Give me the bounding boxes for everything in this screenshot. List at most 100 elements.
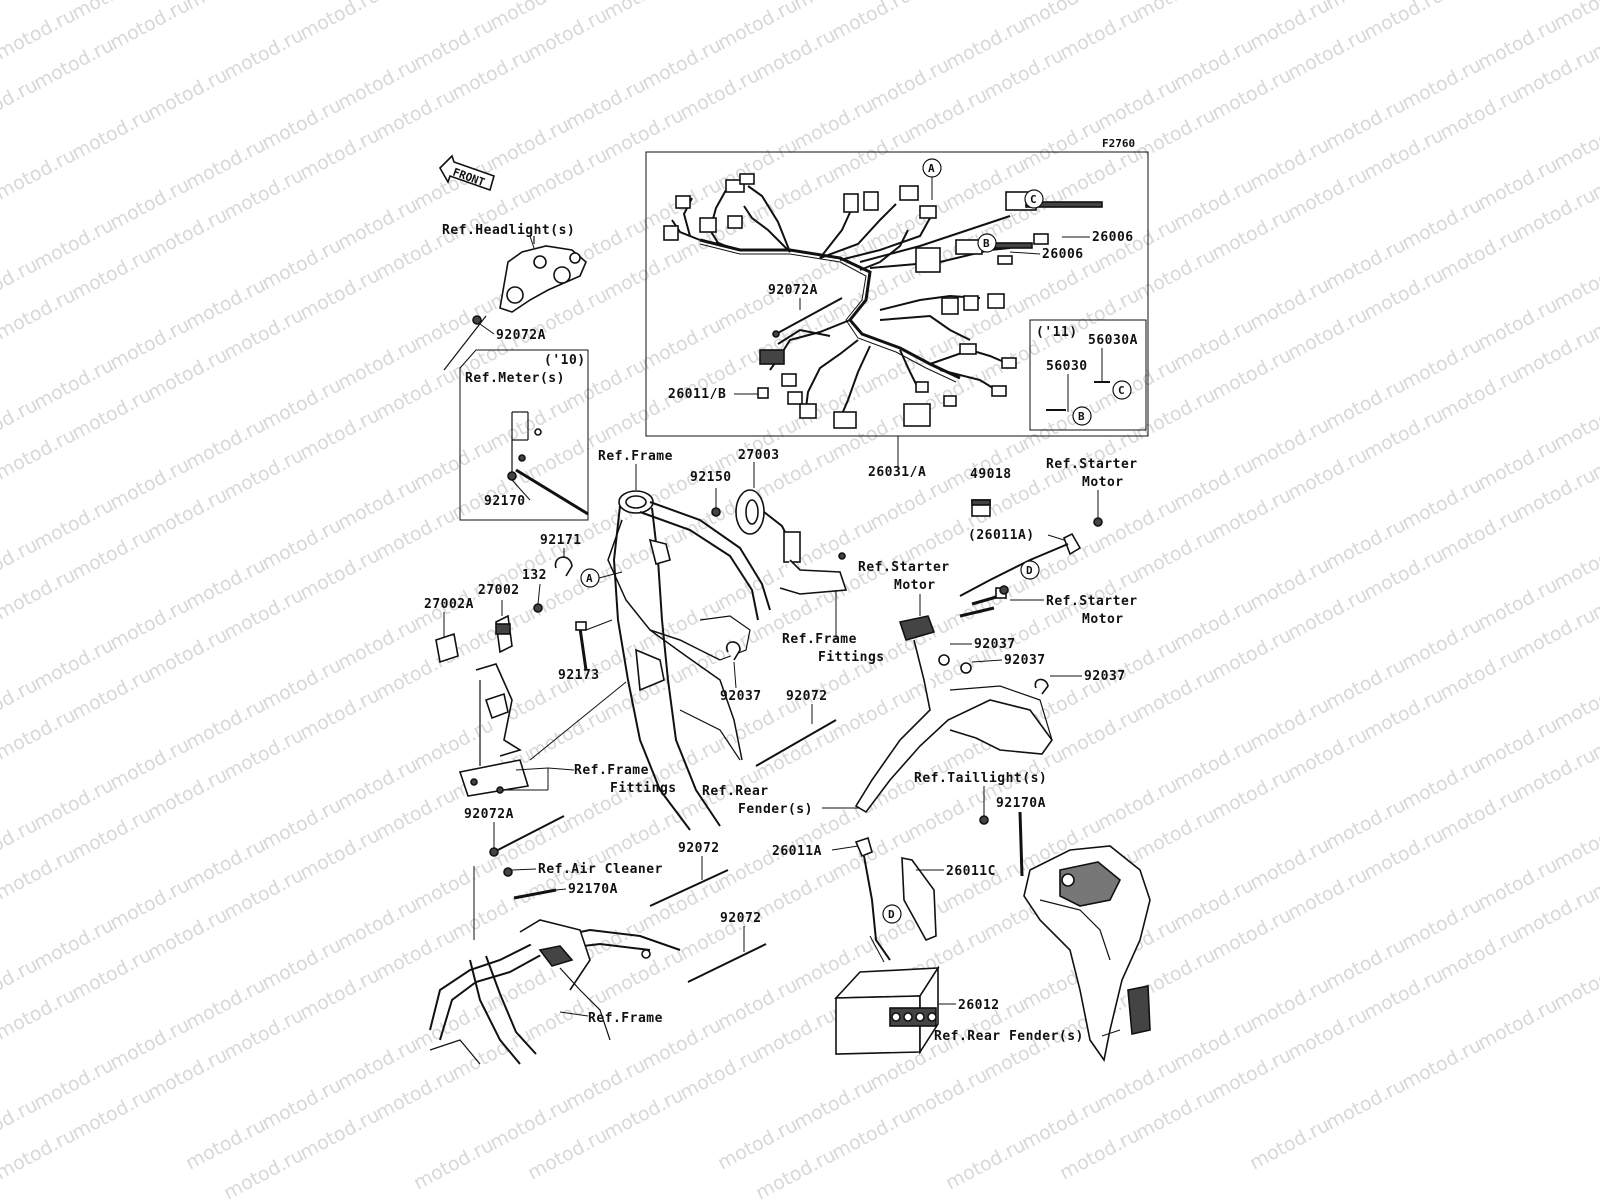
watermark-text: motod.ru xyxy=(448,884,535,944)
watermark-text: motod.ru xyxy=(1284,304,1371,364)
watermark-text: motod.ru xyxy=(524,4,611,64)
part-92170A-low: 92170A xyxy=(568,882,618,897)
watermark-text: motod.ru xyxy=(1550,534,1600,594)
watermark-text: motod.ru xyxy=(0,984,79,1044)
svg-text:B: B xyxy=(1078,410,1085,423)
watermark-text: motod.ru xyxy=(904,784,991,844)
watermark-text: motod.ru xyxy=(904,84,991,144)
ref-frame-fittings-1a: Ref.Frame xyxy=(574,763,649,778)
watermark-text: motod.ru xyxy=(524,144,611,204)
watermark-text: motod.ru xyxy=(1132,664,1219,724)
clamp-92037-left xyxy=(726,641,741,661)
watermark-text: motod.ru xyxy=(752,24,839,84)
marker-B-inset: B xyxy=(1072,406,1092,426)
marker-C-inset: C xyxy=(1112,380,1132,400)
svg-text:D: D xyxy=(1026,564,1033,577)
watermark-text: motod.ru xyxy=(296,264,383,324)
watermark-text: motod.ru xyxy=(0,424,79,484)
ref-rear-fender-1a: Ref.Rear xyxy=(702,784,769,799)
watermark-text: motod.ru xyxy=(1056,1124,1143,1184)
watermark-text: motod.ru xyxy=(372,1064,459,1124)
watermark-text: motod.ru xyxy=(296,0,383,44)
watermark-text: motod.ru xyxy=(1360,264,1447,324)
horn-27003 xyxy=(735,489,848,595)
svg-text:D: D xyxy=(888,908,895,921)
frame-lower xyxy=(429,919,681,1065)
part-26031A: 26031/A xyxy=(868,465,926,480)
watermark-text: motod.ru xyxy=(1360,964,1447,1024)
watermark-text: motod.ru xyxy=(1208,764,1295,824)
watermark-text: motod.ru xyxy=(372,784,459,844)
figure-code: F2760 xyxy=(1102,137,1135,150)
watermark-text: motod.ru xyxy=(1208,64,1295,124)
watermark-text: motod.ru xyxy=(942,1134,1029,1194)
marker-A-harness: A xyxy=(922,158,942,178)
watermark-text: motod.ru xyxy=(1550,814,1600,874)
ref-starter-motor-2b: Motor xyxy=(894,578,936,593)
watermark-text: motod.ru xyxy=(0,844,79,904)
part-92072A-harness: 92072A xyxy=(768,283,818,298)
starter-relay-cable xyxy=(959,517,1103,618)
watermark-text: motod.ru xyxy=(372,924,459,984)
watermark-text: motod.ru xyxy=(1208,1044,1295,1104)
watermark-text: motod.ru xyxy=(296,684,383,744)
watermark-text: motod.ru xyxy=(372,364,459,424)
battery-cables xyxy=(854,836,937,961)
watermark-text: motod.ru xyxy=(1132,524,1219,584)
watermark-text: motod.ru xyxy=(0,144,79,204)
part-92037-a: 92037 xyxy=(974,637,1016,652)
ref-headlight-label: Ref.Headlight(s) xyxy=(442,223,575,238)
meter-inset-box xyxy=(459,349,589,521)
watermark-text: motod.ru xyxy=(1550,0,1600,34)
watermark-text: motod.ru xyxy=(1360,404,1447,464)
year-10-label: ('10) xyxy=(544,353,586,368)
part-26011C: 26011C xyxy=(946,864,996,879)
rear-fender-lower xyxy=(1023,845,1151,1062)
headlight-bracket xyxy=(443,236,587,371)
tie-92072A-low xyxy=(493,815,565,853)
part-92072-low1: 92072 xyxy=(678,841,720,856)
watermark-text: motod.ru xyxy=(676,64,763,124)
watermark-text: motod.ru xyxy=(752,164,839,224)
part-26006-b: 26006 xyxy=(1042,247,1084,262)
part-92072A-top: 92072A xyxy=(496,328,546,343)
watermark-text: motod.ru xyxy=(1360,684,1447,744)
part-92170A-right: 92170A xyxy=(996,796,1046,811)
watermark-text: motod.ru xyxy=(904,1064,991,1124)
part-92072A-low: 92072A xyxy=(464,807,514,822)
watermark-text: motod.ru xyxy=(144,344,231,404)
watermark-text: motod.ru xyxy=(600,104,687,164)
watermark-text: motod.ru xyxy=(1512,884,1599,944)
watermark-text: motod.ru xyxy=(30,34,117,94)
watermark-text: motod.ru xyxy=(220,164,307,224)
watermark-text: motod.ru xyxy=(448,1024,535,1084)
watermark-text: motod.ru xyxy=(1550,394,1600,454)
watermark-text: motod.ru xyxy=(68,244,155,304)
part-26011A-paren: (26011A) xyxy=(968,528,1035,543)
watermark-text: motod.ru xyxy=(904,0,991,4)
watermark-text: motod.ru xyxy=(0,284,79,344)
watermark-text: motod.ru xyxy=(1132,104,1219,164)
battery-26012 xyxy=(834,935,940,1055)
watermark-text: motod.ru xyxy=(220,304,307,364)
watermark-text: motod.ru xyxy=(980,44,1067,104)
part-26011B: 26011/B xyxy=(668,387,726,402)
watermark-text: motod.ru xyxy=(220,864,307,924)
watermark-text: motod.ru xyxy=(1284,164,1371,224)
watermark-text: motod.ru xyxy=(68,1084,155,1144)
svg-text:C: C xyxy=(1118,384,1125,397)
svg-text:A: A xyxy=(928,162,935,175)
watermark-text: motod.ru xyxy=(1436,364,1523,424)
watermark-text: motod.ru xyxy=(1360,0,1447,44)
watermark-text: motod.ru xyxy=(144,484,231,544)
watermark-text: motod.ru xyxy=(0,704,79,764)
watermark-text: motod.ru xyxy=(1056,144,1143,204)
watermark-text: motod.ru xyxy=(372,504,459,564)
watermark-text: motod.ru xyxy=(1208,484,1295,544)
tie-92072-low1 xyxy=(649,869,729,907)
watermark-text: motod.ru xyxy=(1208,904,1295,964)
harness-box xyxy=(645,151,1149,437)
watermark-text: motod.ru xyxy=(1512,604,1599,664)
